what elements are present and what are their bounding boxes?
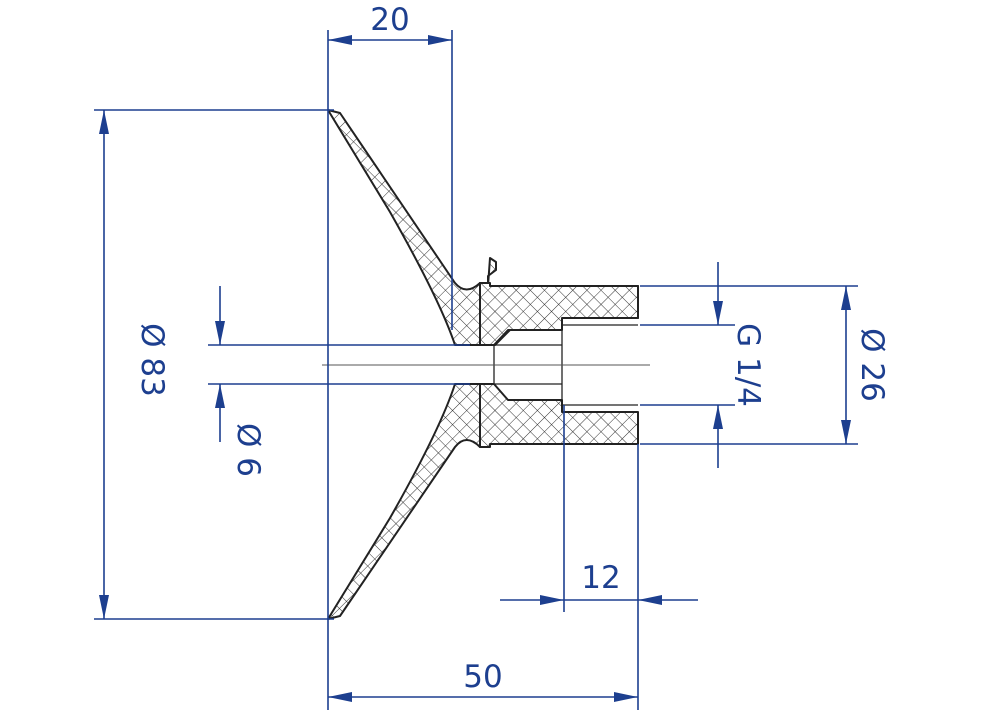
part-section bbox=[322, 109, 650, 620]
lower-cone-wing bbox=[327, 383, 481, 620]
dimension-label-50: 50 bbox=[463, 659, 502, 695]
dimension-label-26: Ø 26 bbox=[854, 328, 890, 402]
dimension-hub-diameter: Ø 26 bbox=[841, 286, 890, 444]
dimension-label-83: Ø 83 bbox=[134, 323, 170, 397]
dimension-total-length: 50 bbox=[328, 659, 638, 702]
extension-lines bbox=[94, 30, 858, 710]
dimension-label-12: 12 bbox=[581, 560, 620, 596]
dimension-width-top: 20 bbox=[328, 2, 452, 45]
dimension-hole-diameter: Ø 6 bbox=[215, 286, 266, 477]
hub-lower-body bbox=[479, 383, 639, 448]
dimension-label-20: 20 bbox=[370, 2, 409, 38]
upper-cone-wing bbox=[327, 109, 481, 346]
dimension-label-thread: G 1/4 bbox=[730, 323, 766, 407]
hub-upper-body bbox=[479, 282, 639, 346]
dimension-thread-depth: 12 bbox=[500, 560, 698, 605]
dimension-outer-diameter: Ø 83 bbox=[99, 110, 170, 619]
dimension-label-6: Ø 6 bbox=[230, 423, 266, 477]
dimension-thread: G 1/4 bbox=[713, 262, 766, 468]
